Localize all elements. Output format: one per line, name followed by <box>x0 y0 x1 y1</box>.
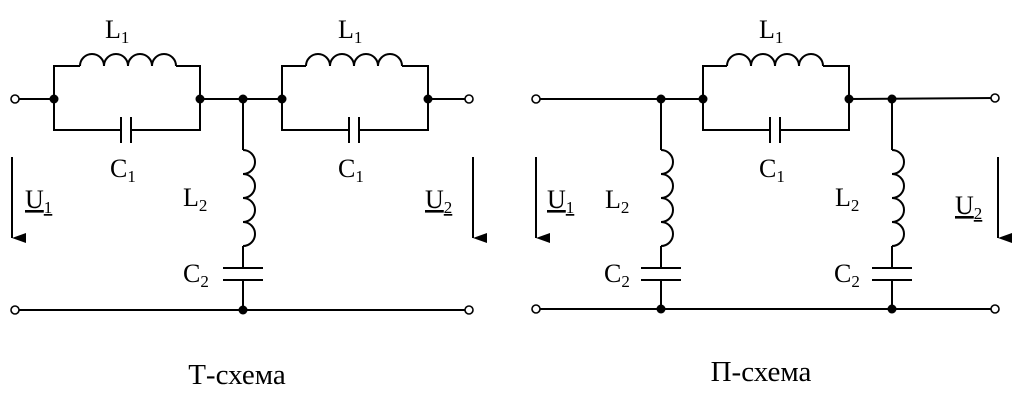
t-inductor-l1-right <box>305 53 403 67</box>
t-junction-dot <box>423 94 433 104</box>
t-terminal-in-bottom <box>10 305 20 315</box>
pi-junction-dot <box>887 304 897 314</box>
pi-left-shunt-branch <box>641 99 681 309</box>
pi-terminal-out-bottom <box>990 304 1000 314</box>
t-caption: Т-схема <box>188 359 286 391</box>
t-label-l2: L2 <box>183 183 207 215</box>
pi-junction-dot <box>656 94 666 104</box>
t-left-parallel-lc <box>53 53 201 143</box>
t-inductor-l1-left <box>79 53 177 67</box>
pi-inductor-l2-left <box>660 149 674 247</box>
pi-series-parallel-lc <box>702 53 850 143</box>
pi-right-shunt-branch <box>872 99 912 309</box>
pi-inductor-l1 <box>726 53 824 67</box>
t-terminal-in-top <box>10 94 20 104</box>
pi-label-u2: U2 <box>955 191 982 223</box>
t-right-parallel-lc <box>281 53 429 143</box>
t-inductor-l2 <box>242 149 256 247</box>
t-circuit: L1 C1 L1 C1 L2 C2 U1 U2 Т-схема <box>10 15 487 391</box>
t-label-c2: C2 <box>183 259 209 291</box>
t-terminal-out-top <box>464 94 474 104</box>
pi-label-l1: L1 <box>759 15 783 47</box>
t-shunt-branch <box>223 99 263 310</box>
t-label-u1: U1 <box>25 185 52 217</box>
pi-label-c1: C1 <box>759 154 785 186</box>
pi-wire-output <box>848 97 996 100</box>
pi-inductor-l2-right <box>891 149 905 247</box>
pi-junction-dot <box>887 94 897 104</box>
t-junction-dot <box>238 94 248 104</box>
pi-caption: П-схема <box>711 356 812 388</box>
t-junction-dot <box>49 94 59 104</box>
t-label-u2: U2 <box>425 185 452 217</box>
pi-label-u1: U1 <box>547 185 574 217</box>
pi-label-l2-left: L2 <box>605 185 629 217</box>
pi-terminal-in-bottom <box>531 304 541 314</box>
t-junction-dot <box>238 305 248 315</box>
t-terminal-out-bottom <box>464 305 474 315</box>
pi-terminal-out-top <box>990 93 1000 103</box>
t-junction-dot <box>277 94 287 104</box>
pi-terminal-in-top <box>531 94 541 104</box>
pi-label-l2-right: L2 <box>835 183 859 215</box>
pi-junction-dot <box>698 94 708 104</box>
t-label-c1-left: C1 <box>110 154 136 186</box>
pi-circuit: L1 C1 L2 C2 L2 C2 U1 U2 П-схема <box>531 15 1012 388</box>
t-junction-dot <box>195 94 205 104</box>
pi-junction-dot <box>656 304 666 314</box>
t-label-l1-right: L1 <box>338 15 362 47</box>
pi-label-c2-left: C2 <box>604 259 630 291</box>
t-label-l1-left: L1 <box>105 15 129 47</box>
t-label-c1-right: C1 <box>338 154 364 186</box>
pi-label-c2-right: C2 <box>834 259 860 291</box>
pi-junction-dot <box>844 94 854 104</box>
